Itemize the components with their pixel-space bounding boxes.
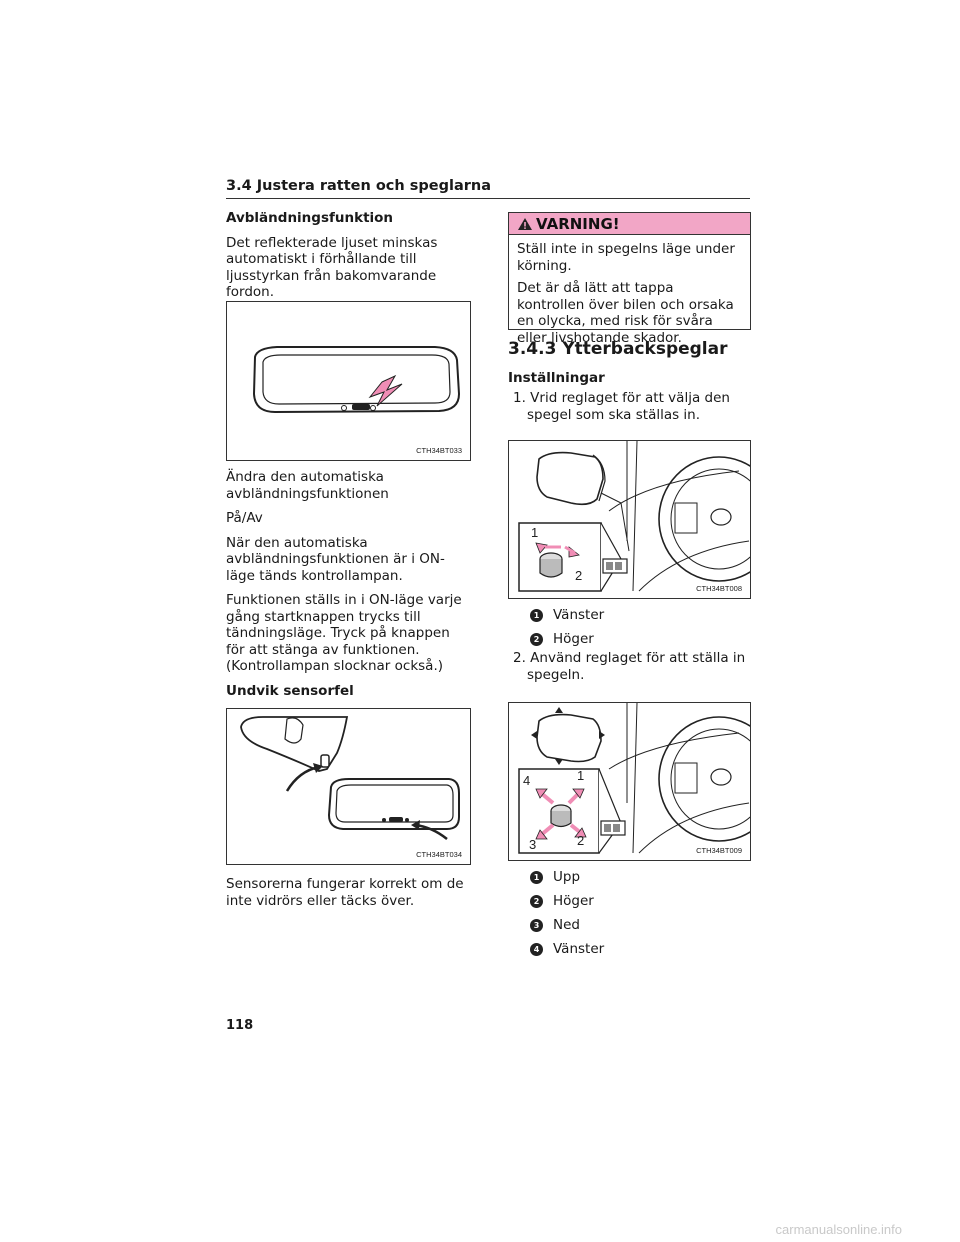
warning-triangle-icon xyxy=(518,217,532,230)
mirror-illustration xyxy=(252,346,461,414)
intro-text: Det reflekterade ljuset minskas automati… xyxy=(226,234,438,301)
legend-label: Höger xyxy=(553,893,594,909)
warning-header: VARNING! xyxy=(509,213,750,235)
figure-code: CTH34BT033 xyxy=(416,446,462,455)
number-badge: 2 xyxy=(530,894,543,908)
legend-label: Upp xyxy=(553,869,581,885)
left-column: Avbländningsfunktion Det reflekterade lj… xyxy=(226,210,470,309)
warning-text-2: Det är då lätt att tappa kontrollen över… xyxy=(517,280,734,346)
right-column: 3.4.3 Ytterbackspeglar Inställningar 1. … xyxy=(508,341,752,431)
legend-select-mirror: 1 Vänster 2 Höger xyxy=(530,604,750,650)
warning-text-1: Ställ inte in spegelns läge under körnin… xyxy=(517,241,735,274)
heading-sensor: Undvik sensorfel xyxy=(226,682,354,699)
legend-item: 1 Vänster xyxy=(530,604,750,626)
page-number: 118 xyxy=(226,1018,254,1033)
callout-2: 2 xyxy=(575,568,582,583)
legend-label: Höger xyxy=(553,631,594,647)
adjust-mirror-illustration: 4 1 3 2 xyxy=(518,703,750,854)
heading-exterior-mirrors: 3.4.3 Ytterbackspeglar xyxy=(508,339,728,359)
heading-settings: Inställningar xyxy=(508,369,605,386)
step-1: 1. Vrid reglaget för att välja den spege… xyxy=(513,390,730,423)
paragraph-start-button: Funktionen ställs in i ON-läge varje gån… xyxy=(226,592,462,674)
step-2: 2. Använd reglaget för att ställa in spe… xyxy=(513,650,746,683)
figure-mirror-sensors: CTH34BT034 xyxy=(226,708,471,865)
legend-label: Ned xyxy=(553,917,580,933)
paragraph-sensors-ok: Sensorerna fungerar korrekt om de inte v… xyxy=(226,876,464,909)
right-column-step2: 2. Använd reglaget för att ställa in spe… xyxy=(508,650,752,691)
callout-2: 2 xyxy=(577,833,584,848)
callout-1: 1 xyxy=(577,768,584,783)
number-badge: 1 xyxy=(530,870,543,884)
watermark[interactable]: carmanualsonline.info xyxy=(775,1222,902,1237)
figure-code: CTH34BT008 xyxy=(696,584,742,593)
select-mirror-illustration: 1 2 xyxy=(518,441,750,592)
legend-item: 3 Ned xyxy=(530,914,750,936)
figure-adjust-mirror: 4 1 3 2 CTH34BT009 xyxy=(508,702,751,861)
number-badge: 1 xyxy=(530,608,543,622)
section-title: 3.4 Justera ratten och speglarna xyxy=(226,178,492,194)
legend-adjust-mirror: 1 Upp 2 Höger 3 Ned 4 Vänster xyxy=(530,866,750,960)
legend-item: 4 Vänster xyxy=(530,938,750,960)
callout-4: 4 xyxy=(523,773,530,788)
legend-item: 2 Höger xyxy=(530,628,750,650)
number-badge: 3 xyxy=(530,918,543,932)
number-badge: 2 xyxy=(530,632,543,646)
left-column-footer-text: Sensorerna fungerar korrekt om de inte v… xyxy=(226,876,470,917)
number-badge: 4 xyxy=(530,942,543,956)
figure-rearview-mirror: CTH34BT033 xyxy=(226,301,471,461)
figure-code: CTH34BT009 xyxy=(696,846,742,855)
legend-label: Vänster xyxy=(553,941,605,957)
sensor-illustration xyxy=(240,716,460,840)
callout-1: 1 xyxy=(531,525,538,540)
legend-item: 2 Höger xyxy=(530,890,750,912)
legend-label: Vänster xyxy=(553,607,605,623)
warning-box: VARNING! Ställ inte in spegelns läge und… xyxy=(508,212,751,346)
legend-item: 1 Upp xyxy=(530,866,750,888)
figure-select-mirror: 1 2 CTH34BT008 xyxy=(508,440,751,599)
heading-avblandning: Avbländningsfunktion xyxy=(226,210,394,226)
figure-code: CTH34BT034 xyxy=(416,850,462,859)
callout-3: 3 xyxy=(529,837,536,852)
warning-title: VARNING! xyxy=(536,214,620,233)
paragraph-change-function: Ändra den automatiska avbländningsfunkti… xyxy=(226,469,389,502)
left-column-body: Ändra den automatiska avbländningsfunkti… xyxy=(226,469,470,707)
paragraph-on-off: På/Av xyxy=(226,510,263,526)
section-divider xyxy=(226,198,750,199)
warning-body: Ställ inte in spegelns läge under körnin… xyxy=(509,235,750,356)
paragraph-indicator: När den automatiska avbländningsfunktion… xyxy=(226,534,445,584)
